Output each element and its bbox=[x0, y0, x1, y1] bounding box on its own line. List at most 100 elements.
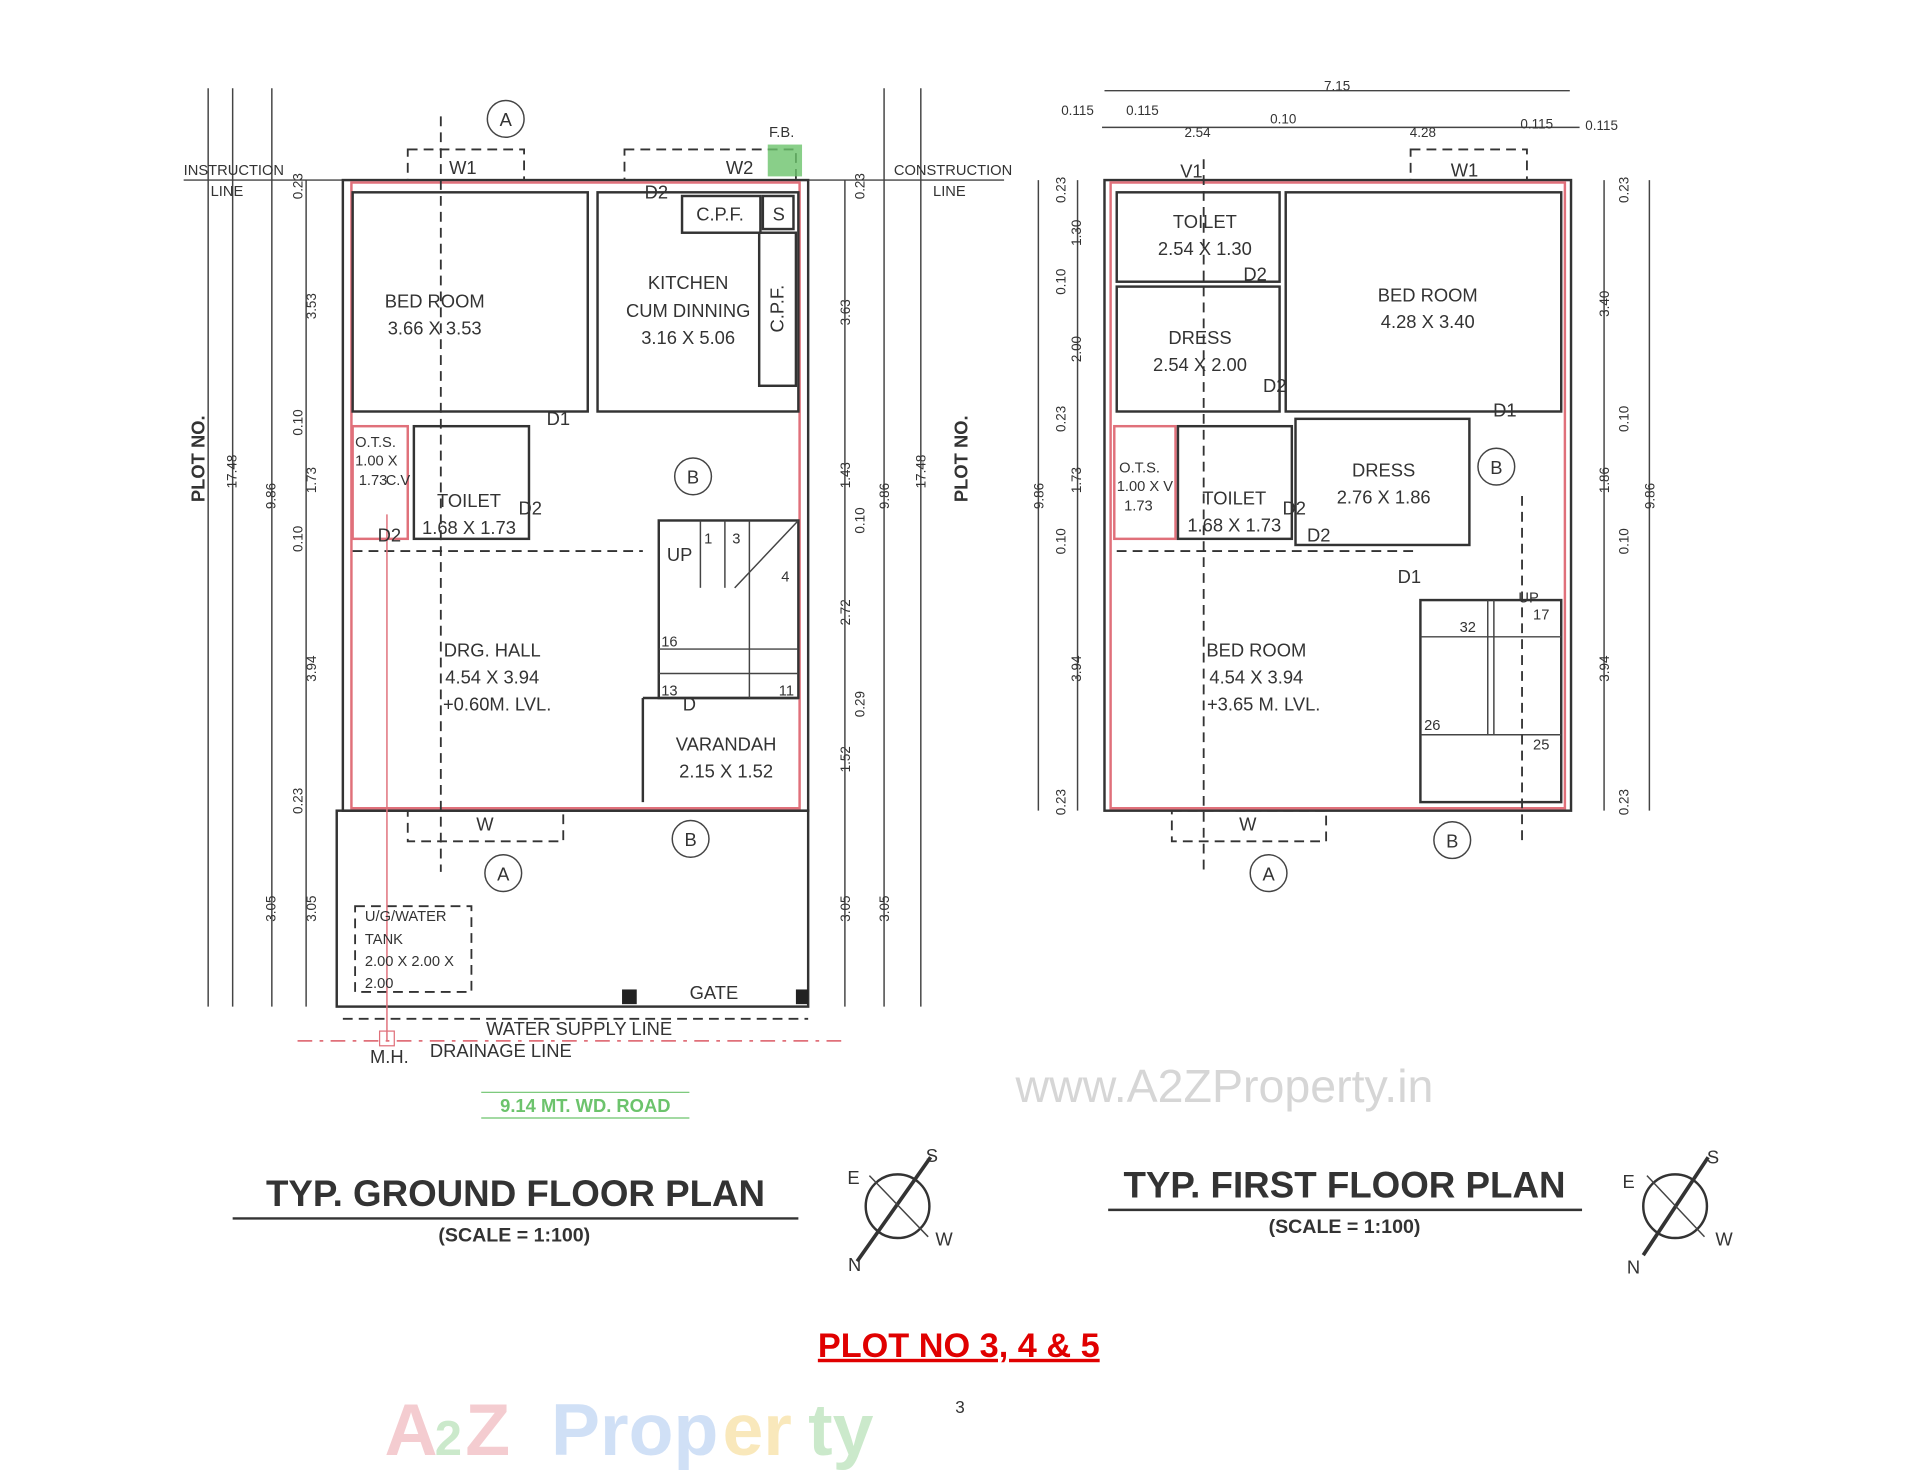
ground-dimension-lines bbox=[183, 88, 1005, 1007]
svg-text:WATER SUPPLY LINE: WATER SUPPLY LINE bbox=[486, 1018, 672, 1039]
compass-icon: ES WN bbox=[1622, 1146, 1733, 1277]
dimension-label: 17.48 bbox=[224, 455, 239, 489]
svg-text:0.23: 0.23 bbox=[1617, 177, 1632, 203]
room-name: DRG. HALL bbox=[444, 639, 541, 660]
svg-text:3.05: 3.05 bbox=[877, 896, 892, 922]
room-name: DRESS bbox=[1168, 327, 1231, 348]
svg-text:C.P.F.: C.P.F. bbox=[767, 285, 788, 333]
room-name: TOILET bbox=[1202, 488, 1266, 509]
svg-text:B: B bbox=[1490, 457, 1502, 478]
svg-text:0.10: 0.10 bbox=[290, 409, 305, 435]
svg-text:DRAINAGE LINE: DRAINAGE LINE bbox=[430, 1040, 572, 1061]
svg-text:E: E bbox=[1622, 1171, 1634, 1192]
room-size: 4.54 X 3.94 bbox=[445, 666, 539, 687]
svg-text:1.86: 1.86 bbox=[1597, 467, 1612, 493]
svg-text:S: S bbox=[1707, 1146, 1719, 1167]
svg-text:D2: D2 bbox=[1263, 375, 1286, 396]
svg-text:0.10: 0.10 bbox=[1053, 528, 1068, 554]
room-size: 3.16 X 5.06 bbox=[641, 327, 735, 348]
svg-text:16: 16 bbox=[661, 635, 677, 651]
svg-text:0.23: 0.23 bbox=[1617, 789, 1632, 815]
page-number: 3 bbox=[955, 1397, 965, 1417]
svg-text:E: E bbox=[847, 1167, 859, 1188]
svg-text:0.23: 0.23 bbox=[290, 173, 305, 199]
svg-text:D1: D1 bbox=[1398, 566, 1421, 587]
plot-no-label: PLOT NO. bbox=[950, 415, 971, 502]
svg-text:0.115: 0.115 bbox=[1585, 118, 1618, 133]
svg-text:1.73: 1.73 bbox=[359, 473, 388, 489]
svg-text:F.B.: F.B. bbox=[769, 125, 794, 141]
ground-floor-title: TYP. GROUND FLOOR PLAN bbox=[266, 1173, 765, 1214]
svg-text:3: 3 bbox=[732, 532, 740, 548]
first-right-dims: 0.23 3.40 0.10 1.86 0.10 3.94 0.23 9.86 bbox=[1597, 177, 1657, 815]
svg-text:0.23: 0.23 bbox=[290, 788, 305, 814]
fb-marker bbox=[767, 144, 803, 177]
svg-text:0.23: 0.23 bbox=[1053, 177, 1068, 203]
svg-text:2.00: 2.00 bbox=[365, 976, 394, 992]
svg-text:B: B bbox=[1446, 830, 1458, 851]
room-size: 1.68 X 1.73 bbox=[422, 517, 516, 538]
svg-text:0.10: 0.10 bbox=[1053, 269, 1068, 295]
svg-text:2.00 X 2.00 X: 2.00 X 2.00 X bbox=[365, 954, 454, 970]
room-name: TOILET bbox=[437, 490, 501, 511]
room-name: VARANDAH bbox=[676, 734, 777, 755]
svg-text:N: N bbox=[848, 1254, 861, 1275]
svg-text:D1: D1 bbox=[1493, 399, 1516, 420]
dimension-label: 17.48 bbox=[914, 455, 929, 489]
section-markers: B B A bbox=[1249, 447, 1516, 893]
svg-text:C.V: C.V bbox=[386, 473, 411, 489]
svg-text:W: W bbox=[476, 813, 494, 834]
svg-text:3.63: 3.63 bbox=[838, 299, 853, 325]
compass-icon: ES WN bbox=[847, 1145, 953, 1275]
svg-text:U/G/WATER: U/G/WATER bbox=[365, 909, 447, 925]
room-size: 2.54 X 1.30 bbox=[1158, 238, 1252, 259]
room-name: TOILET bbox=[1173, 211, 1237, 232]
svg-text:D2: D2 bbox=[1243, 263, 1266, 284]
first-walls bbox=[1103, 148, 1573, 872]
ground-left-dims: 0.23 3.53 0.10 1.73 0.10 3.94 0.23 3.05 bbox=[290, 173, 318, 922]
svg-text:UP: UP bbox=[1518, 591, 1539, 607]
svg-text:1.73: 1.73 bbox=[1069, 467, 1084, 493]
svg-text:GATE: GATE bbox=[690, 982, 739, 1003]
svg-text:26: 26 bbox=[1424, 718, 1440, 734]
svg-text:0.10: 0.10 bbox=[1270, 112, 1296, 127]
construction-line-label: LINE bbox=[933, 184, 966, 200]
svg-text:D2: D2 bbox=[645, 181, 668, 202]
svg-text:2.00: 2.00 bbox=[1069, 336, 1084, 362]
svg-text:17: 17 bbox=[1533, 608, 1549, 624]
svg-text:C.P.F.: C.P.F. bbox=[696, 203, 744, 224]
svg-text:2.72: 2.72 bbox=[838, 599, 853, 625]
svg-text:ty: ty bbox=[808, 1388, 873, 1471]
plot-no-label: PLOT NO. bbox=[187, 415, 208, 502]
first-left-dims: 0.23 1.30 0.10 2.00 0.23 1.73 0.10 3.94 … bbox=[1031, 177, 1084, 815]
svg-text:0.29: 0.29 bbox=[852, 691, 867, 717]
room-level: +3.65 M. LVL. bbox=[1207, 693, 1320, 714]
svg-text:0.23: 0.23 bbox=[852, 173, 867, 199]
svg-text:O.T.S.: O.T.S. bbox=[1119, 461, 1160, 477]
svg-text:0.115: 0.115 bbox=[1126, 103, 1159, 118]
svg-text:9.86: 9.86 bbox=[1031, 483, 1046, 509]
ground-walls bbox=[297, 116, 845, 1047]
road-label: 9.14 MT. WD. ROAD bbox=[500, 1095, 670, 1116]
svg-text:D: D bbox=[683, 693, 696, 714]
ground-right-dims: 0.23 3.63 1.43 0.10 2.72 0.29 1.52 3.05 … bbox=[838, 173, 892, 922]
svg-text:0.115: 0.115 bbox=[1061, 103, 1094, 118]
room-size: 2.54 X 2.00 bbox=[1153, 354, 1247, 375]
room-size: 2.76 X 1.86 bbox=[1337, 486, 1431, 507]
svg-text:1.73: 1.73 bbox=[304, 467, 319, 493]
dimension-label: 9.86 bbox=[264, 483, 279, 509]
svg-text:0.10: 0.10 bbox=[852, 507, 867, 533]
a2z-property-logo: A 2 Z Prop er ty bbox=[384, 1388, 873, 1471]
svg-text:11: 11 bbox=[779, 684, 794, 700]
svg-text:UP: UP bbox=[667, 544, 693, 565]
svg-text:0.23: 0.23 bbox=[1053, 789, 1068, 815]
svg-text:D1: D1 bbox=[547, 408, 570, 429]
room-size: 2.15 X 1.52 bbox=[679, 761, 773, 782]
svg-text:S: S bbox=[926, 1145, 938, 1166]
svg-text:A: A bbox=[500, 109, 513, 130]
room-name: BED ROOM bbox=[1378, 284, 1478, 305]
first-floor-scale: (SCALE = 1:100) bbox=[1269, 1216, 1421, 1238]
construction-line-label: CONSTRUCTION bbox=[894, 163, 1012, 179]
svg-text:4: 4 bbox=[781, 570, 789, 586]
